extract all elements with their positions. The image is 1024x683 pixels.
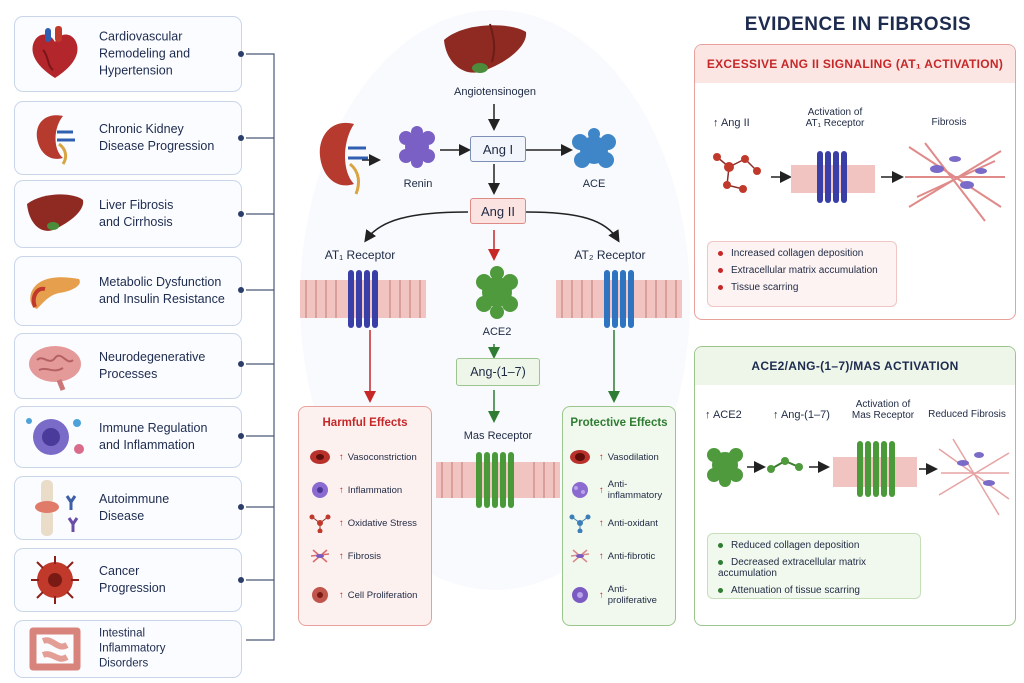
disease-label: Cancer Progression bbox=[99, 564, 166, 595]
fibrosis-icon bbox=[570, 549, 590, 563]
renin-molecule-icon bbox=[399, 126, 435, 168]
protective-effect-item: ↑Anti-oxidant bbox=[569, 511, 658, 535]
connector-dot bbox=[238, 361, 244, 367]
proliferating-cell-icon bbox=[312, 587, 328, 603]
disease-card-neuro: Neurodegenerative Processes bbox=[14, 333, 242, 399]
connector-dot bbox=[238, 135, 244, 141]
disease-card-immune: Immune Regulation and Inflammation bbox=[14, 406, 242, 468]
at2-receptor-label: AT₂ Receptor bbox=[574, 248, 646, 262]
tumor-cell-icon bbox=[31, 556, 79, 604]
kidney-icon bbox=[319, 122, 368, 195]
connector-dot bbox=[238, 211, 244, 217]
protective-effects-panel: Protective Effects ↑Vasodilation ↑Anti-i… bbox=[562, 406, 676, 626]
panel-title: ACE2/ANG-(1–7)/MAS ACTIVATION bbox=[751, 359, 959, 373]
protective-effect-item: ↑Anti-fibrotic bbox=[569, 544, 655, 568]
pancreas-icon bbox=[30, 277, 80, 309]
liver-icon bbox=[27, 194, 84, 231]
harmful-effects-panel: Harmful Effects ↑Vasoconstriction ↑Infla… bbox=[298, 406, 432, 626]
intestine-icon bbox=[29, 627, 81, 671]
joint-icon bbox=[35, 480, 79, 536]
connector-dot bbox=[238, 577, 244, 583]
harmful-effect-item: ↑Cell Proliferation bbox=[309, 583, 417, 607]
disease-label: Chronic Kidney Disease Progression bbox=[99, 122, 215, 153]
disease-label: Autoimmune Disease bbox=[99, 492, 170, 523]
renin-label: Renin bbox=[403, 178, 433, 190]
antioxidant-molecule-icon bbox=[569, 514, 591, 533]
disease-card-autoimmune: Autoimmune Disease bbox=[14, 476, 242, 540]
disease-card-cardiovascular: Cardiovascular Remodeling and Hypertensi… bbox=[14, 16, 242, 92]
ros-molecule-icon bbox=[309, 514, 331, 533]
step-ang17-label: ↑ Ang-(1–7) bbox=[773, 409, 830, 421]
at1-bullets: Increased collagen deposition Extracellu… bbox=[707, 241, 897, 307]
disease-label: Neurodegenerative Processes bbox=[99, 350, 206, 381]
angiotensinogen-label: Angiotensinogen bbox=[454, 86, 536, 98]
immune-cell-icon bbox=[26, 418, 84, 455]
disease-card-intestinal: Intestinal Inflammatory Disorders bbox=[14, 620, 242, 678]
evidence-title: EVIDENCE IN FIBROSIS bbox=[744, 14, 972, 35]
mas-receptor-label: Mas Receptor bbox=[463, 430, 533, 442]
harmful-effect-item: ↑Vasoconstriction bbox=[309, 445, 417, 469]
protective-effect-item: ↑Vasodilation bbox=[569, 445, 659, 469]
at1-fibrosis-illustration bbox=[713, 142, 1005, 222]
connector-dot bbox=[238, 51, 244, 57]
ang17-box: Ang-(1–7) bbox=[456, 358, 540, 386]
cell-cluster-icon bbox=[572, 482, 588, 498]
disease-card-kidney: Chronic Kidney Disease Progression bbox=[14, 101, 242, 175]
ace-label: ACE bbox=[582, 178, 606, 190]
at1-receptor-icon bbox=[300, 270, 426, 328]
fibrosis-icon bbox=[310, 549, 330, 563]
step-reduced-fibrosis-label: Reduced Fibrosis bbox=[928, 409, 1006, 420]
heart-icon bbox=[32, 26, 78, 78]
at1-activation-panel: EXCESSIVE ANG II SIGNALING (AT₁ ACTIVATI… bbox=[694, 44, 1016, 320]
ace2-molecule-icon bbox=[476, 266, 518, 319]
disease-label: Intestinal Inflammatory Disorders bbox=[99, 627, 166, 670]
protective-effect-item: ↑Anti-inflammatory bbox=[569, 478, 675, 502]
vessel-icon bbox=[570, 450, 590, 464]
step-fibrosis-label: Fibrosis bbox=[931, 117, 967, 128]
cell-icon bbox=[572, 587, 588, 603]
vessel-icon bbox=[310, 450, 330, 464]
ace2-label: ACE2 bbox=[482, 326, 512, 338]
connector-dot bbox=[238, 504, 244, 510]
disease-label: Immune Regulation and Inflammation bbox=[99, 421, 208, 452]
mas-bullets: Reduced collagen deposition Decreased ex… bbox=[707, 533, 921, 599]
disease-label: Cardiovascular Remodeling and Hypertensi… bbox=[99, 29, 191, 78]
panel-title: EXCESSIVE ANG II SIGNALING (AT₁ ACTIVATI… bbox=[706, 57, 1004, 71]
mas-receptor-icon bbox=[436, 452, 560, 508]
disease-card-liver: Liver Fibrosis and Cirrhosis bbox=[14, 180, 242, 248]
disease-label: Metabolic Dysfunction and Insulin Resist… bbox=[99, 275, 225, 306]
mas-reduced-fibrosis-illustration bbox=[707, 438, 1010, 516]
brain-icon bbox=[29, 346, 81, 391]
disease-card-metabolic: Metabolic Dysfunction and Insulin Resist… bbox=[14, 256, 242, 326]
step-at1-label: Activation of AT₁ Receptor bbox=[805, 107, 865, 129]
inflammatory-cell-icon bbox=[312, 482, 328, 498]
kidney-icon bbox=[36, 115, 75, 165]
connector-dot bbox=[238, 433, 244, 439]
disease-card-cancer: Cancer Progression bbox=[14, 548, 242, 612]
harmful-effect-item: ↑Inflammation bbox=[309, 478, 402, 502]
at1-receptor-label: AT₁ Receptor bbox=[324, 248, 396, 262]
harmful-effect-item: ↑Oxidative Stress bbox=[309, 511, 417, 535]
disease-label: Liver Fibrosis and Cirrhosis bbox=[99, 198, 174, 229]
at2-receptor-icon bbox=[556, 270, 682, 328]
protective-effects-title: Protective Effects bbox=[570, 417, 668, 429]
ang2-box: Ang II bbox=[470, 198, 526, 224]
ang1-box: Ang I bbox=[470, 136, 526, 162]
step-ace2-label: ↑ ACE2 bbox=[705, 409, 742, 421]
step-mas-label: Activation of Mas Receptor bbox=[851, 399, 915, 421]
protective-effect-item: ↑Anti-proliferative bbox=[569, 583, 675, 607]
step-ang2-label: ↑ Ang II bbox=[713, 117, 750, 129]
mas-activation-panel: ACE2/ANG-(1–7)/MAS ACTIVATION ↑ ACE2 ↑ A… bbox=[694, 346, 1016, 626]
liver-icon bbox=[444, 23, 527, 73]
ace-molecule-icon bbox=[572, 128, 616, 168]
harmful-effects-title: Harmful Effects bbox=[322, 417, 408, 429]
bracket-connector bbox=[246, 53, 275, 641]
harmful-effect-item: ↑Fibrosis bbox=[309, 544, 381, 568]
connector-dot bbox=[238, 287, 244, 293]
